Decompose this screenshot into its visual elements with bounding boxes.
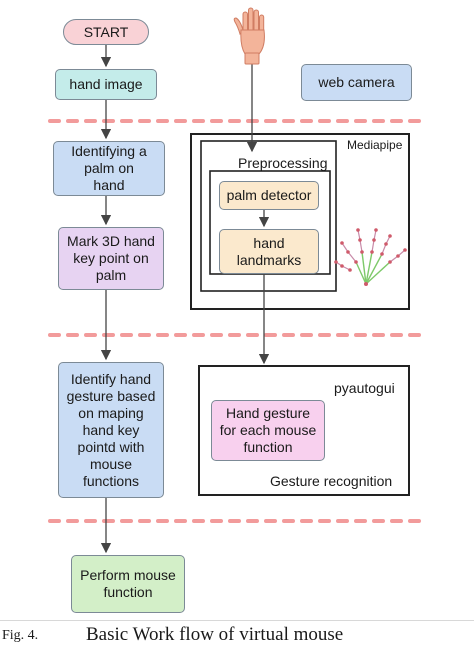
mark-3d-node: Mark 3D hand key point on palm (58, 227, 164, 290)
section-dividers (48, 119, 422, 523)
start-node: START (63, 19, 149, 45)
identify-palm-node: Identifying a palm on hand (53, 141, 165, 196)
identify-gesture-node: Identify hand gesture based on maping ha… (58, 362, 164, 498)
pyautogui-frame (198, 365, 410, 496)
perform-mouse-function-node: Perform mouse function (71, 555, 185, 613)
palm-detector-node: palm detector (219, 181, 319, 210)
hand-gesture-mouse-node: Hand gesture for each mouse function (211, 400, 325, 461)
hand-landmarks-icon (334, 228, 407, 286)
mediapipe-frame (190, 133, 410, 310)
hand-icon (233, 7, 265, 65)
hand-landmarks-node: hand landmarks (219, 229, 319, 274)
mediapipe-label: Mediapipe (347, 138, 403, 152)
figure-caption-text: Basic Work flow of virtual mouse (86, 624, 344, 645)
gesture-recognition-label: Gesture recognition (270, 473, 393, 489)
figure-caption: Fig. 4. Basic Work flow of virtual mouse (0, 620, 474, 647)
hand-image-node: hand image (55, 69, 157, 100)
pyautogui-label: pyautogui (334, 380, 395, 396)
web-camera-node: web camera (301, 64, 412, 101)
connectors (100, 45, 270, 554)
preprocessing-label: Preprocessing (238, 155, 328, 171)
figure-number: Fig. 4. (2, 628, 39, 643)
